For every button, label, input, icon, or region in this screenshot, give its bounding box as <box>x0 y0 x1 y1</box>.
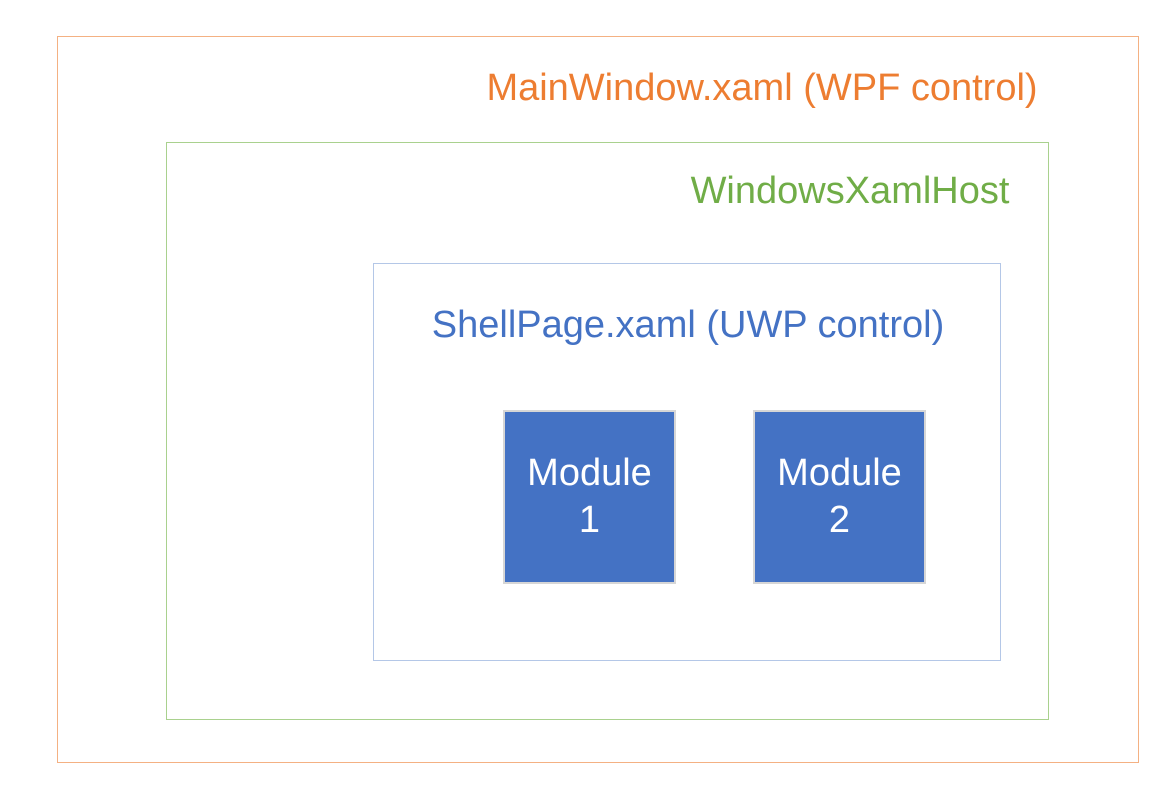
module-2-box: Module 2 <box>753 410 926 584</box>
windowsxamlhost-label: WindowsXamlHost <box>690 170 1010 212</box>
shellpage-uwp-box: ShellPage.xaml (UWP control) Module 1 Mo… <box>373 263 1001 661</box>
windowsxamlhost-box: WindowsXamlHost ShellPage.xaml (UWP cont… <box>166 142 1049 720</box>
mainwindow-wpf-box: MainWindow.xaml (WPF control) WindowsXam… <box>57 36 1139 763</box>
module-1-box: Module 1 <box>503 410 676 584</box>
module-2-label: Module 2 <box>777 451 902 542</box>
mainwindow-wpf-label: MainWindow.xaml (WPF control) <box>486 67 1038 109</box>
module-1-label: Module 1 <box>527 451 652 542</box>
shellpage-uwp-label: ShellPage.xaml (UWP control) <box>431 304 945 346</box>
